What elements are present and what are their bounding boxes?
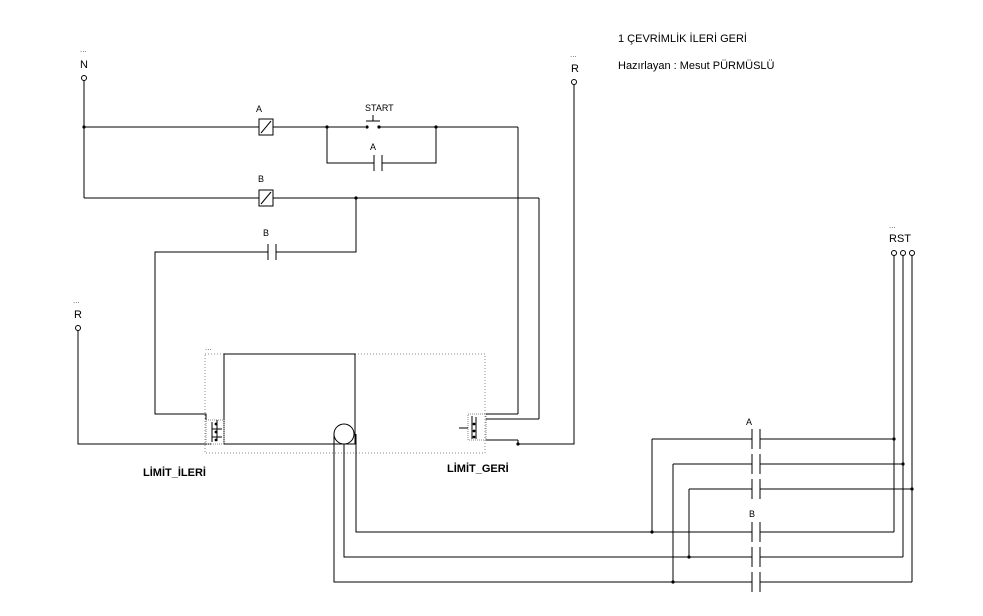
limit-geri-label: LİMİT_GERİ <box>447 462 509 475</box>
wire-r-left <box>77 330 212 445</box>
terminal-r-left-dots: ... <box>73 296 80 305</box>
contact-b-power-label: B <box>749 509 755 519</box>
wire-hold-a-right <box>382 127 437 164</box>
limit-ileri-label: LİMİT_İLERİ <box>143 466 206 479</box>
limit-switch-ileri[interactable] <box>205 419 225 445</box>
junction-cross-2 <box>671 580 675 584</box>
coil-a[interactable] <box>258 118 274 136</box>
junction-n-row1 <box>82 125 86 129</box>
terminal-n-dots: ... <box>80 45 87 54</box>
terminal-n-label: N <box>80 59 88 71</box>
motor[interactable] <box>333 423 355 445</box>
coil-a-label: A <box>256 104 262 114</box>
wire-r-top <box>517 84 575 445</box>
diagram-author: Hazırlayan : Mesut PÜRMÜSLÜ <box>618 60 775 72</box>
contact-a-hold[interactable] <box>373 155 383 171</box>
terminal-rst-dots: ... <box>889 221 896 230</box>
contact-a-hold-label: A <box>370 142 376 152</box>
wire-motor-w <box>333 434 752 583</box>
terminal-rst-label: RST <box>889 233 911 245</box>
contact-b-hold[interactable] <box>267 244 277 260</box>
contact-b-hold-label: B <box>263 228 269 238</box>
coil-b[interactable] <box>258 189 274 207</box>
terminal-r-3ph[interactable] <box>891 250 897 256</box>
terminal-r-top[interactable] <box>571 79 577 85</box>
start-button-label: START <box>365 103 394 113</box>
junction-a-r <box>892 437 896 441</box>
diagram-title: 1 ÇEVRİMLİK İLERİ GERİ <box>618 32 747 45</box>
wire-motor-v <box>343 444 752 558</box>
terminal-s-3ph[interactable] <box>900 250 906 256</box>
wire-motor-u <box>355 434 752 533</box>
wire-hold-b-right <box>276 198 357 253</box>
wire-hold-a-left <box>326 127 374 164</box>
junction-r-top <box>516 442 520 446</box>
junction-a-s <box>901 462 905 466</box>
terminal-r-top-dots: ... <box>570 50 577 59</box>
terminal-r-left-label: R <box>74 309 82 321</box>
limit-switch-geri[interactable] <box>459 413 487 441</box>
machine-enclosure <box>204 353 486 454</box>
terminal-n[interactable] <box>81 75 87 81</box>
contact-a-power-label: A <box>746 417 752 427</box>
machine-dots: ... <box>205 343 212 352</box>
contact-a-power[interactable] <box>652 429 912 499</box>
machine-body <box>223 353 356 445</box>
coil-b-label: B <box>258 174 264 184</box>
terminal-r-left[interactable] <box>75 325 81 331</box>
terminal-t-3ph[interactable] <box>909 250 915 256</box>
contact-b-power[interactable] <box>751 522 912 592</box>
junction-cross-1 <box>650 530 654 534</box>
start-button[interactable] <box>365 115 381 129</box>
wire-hold-b-left <box>154 251 268 420</box>
junction-cross-3 <box>687 555 691 559</box>
terminal-r-top-label: R <box>571 63 579 75</box>
junction-a-t <box>910 487 914 491</box>
